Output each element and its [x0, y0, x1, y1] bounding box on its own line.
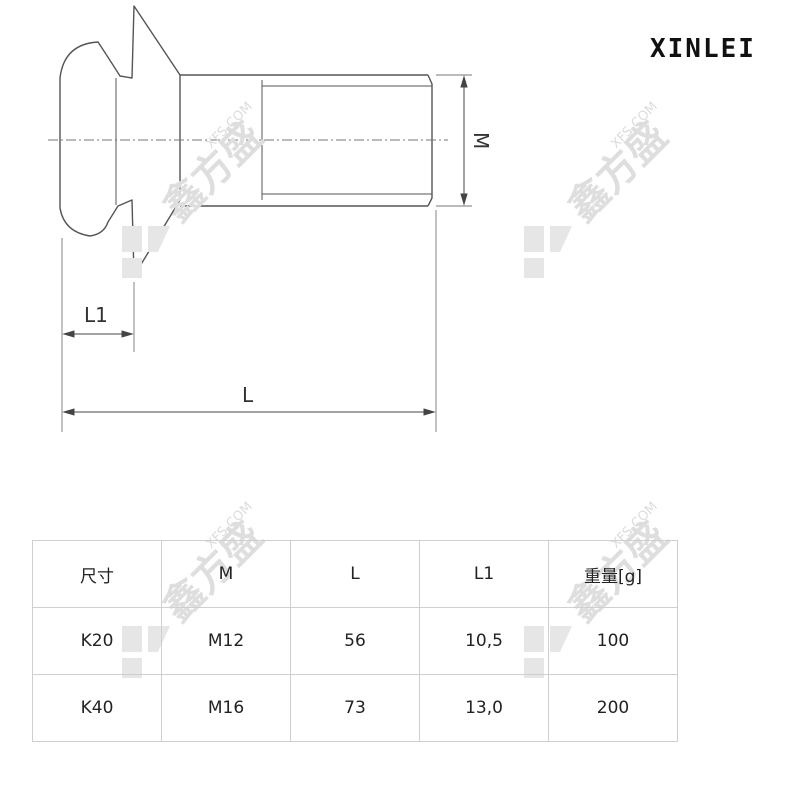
cell-m: M16 [161, 674, 291, 742]
thread-end [427, 74, 433, 207]
table-row: K20 M12 56 10,5 100 [32, 607, 678, 675]
bolt-technical-drawing: L1 L M [48, 5, 493, 432]
spec-table: 尺寸 M L L1 重量[g] K20 M12 56 10,5 100 K40 … [32, 540, 678, 742]
cell-weight: 200 [548, 674, 678, 742]
cell-m: M12 [161, 607, 291, 675]
table-header-row: 尺寸 M L L1 重量[g] [32, 540, 678, 608]
brand-logo-text: XINLEI [650, 34, 756, 64]
cell-l1: 10,5 [419, 607, 549, 675]
cell-weight: 100 [548, 607, 678, 675]
table-row: K40 M16 73 13,0 200 [32, 674, 678, 742]
cell-l: 56 [290, 607, 420, 675]
cell-size: K40 [32, 674, 162, 742]
header-size: 尺寸 [32, 540, 162, 608]
header-l: L [290, 540, 420, 608]
bolt-outline [59, 5, 181, 277]
dim-m-label: M [469, 132, 493, 149]
header-weight: 重量[g] [548, 540, 678, 608]
dim-l-label: L [242, 383, 254, 407]
cell-size: K20 [32, 607, 162, 675]
cell-l1: 13,0 [419, 674, 549, 742]
header-m: M [161, 540, 291, 608]
cell-l: 73 [290, 674, 420, 742]
header-l1: L1 [419, 540, 549, 608]
dim-l1-label: L1 [84, 303, 108, 327]
